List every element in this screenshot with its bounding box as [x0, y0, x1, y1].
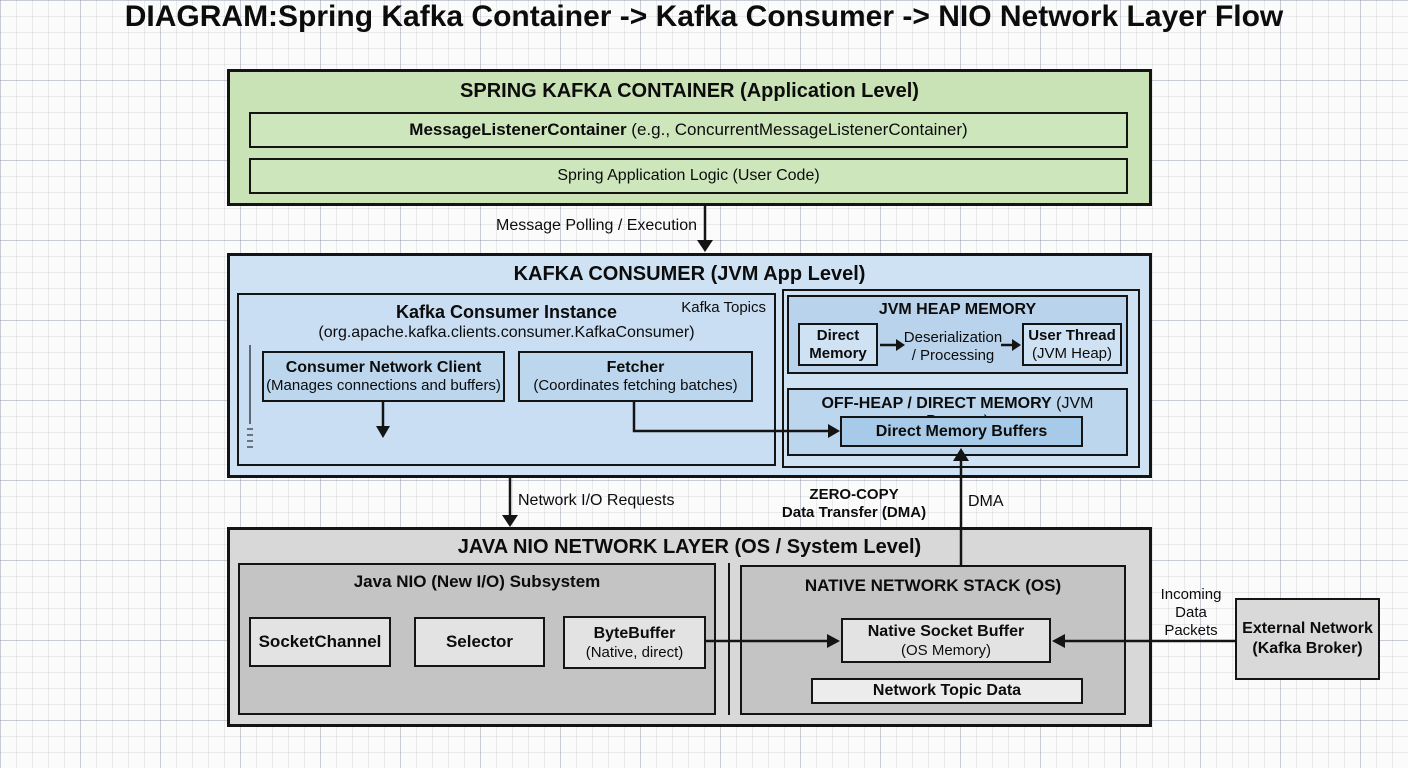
- network-topic-data-box: Network Topic Data: [811, 678, 1083, 704]
- page-title: DIAGRAM:Spring Kafka Container -> Kafka …: [124, 0, 1284, 33]
- off-heap-title-bold: OFF-HEAP / DIRECT MEMORY: [821, 395, 1052, 412]
- message-listener-rest: (e.g., ConcurrentMessageListenerContaine…: [626, 120, 968, 139]
- incoming-packets-label: Incoming Data Packets: [1154, 586, 1228, 640]
- native-stack-title: NATIVE NETWORK STACK (OS): [804, 576, 1062, 595]
- message-listener-container-box: MessageListenerContainer (e.g., Concurre…: [249, 112, 1128, 148]
- nio-layer-title: JAVA NIO NETWORK LAYER (OS / System Leve…: [457, 536, 922, 558]
- network-topic-data-label: Network Topic Data: [872, 682, 1022, 699]
- bytebuffer-box: ByteBuffer (Native, direct): [563, 616, 706, 669]
- fetcher-title: Fetcher: [606, 359, 665, 376]
- zero-copy-label: ZERO-COPY Data Transfer (DMA): [770, 486, 938, 522]
- network-client-subtitle: (Manages connections and buffers): [266, 377, 501, 394]
- kafka-consumer-title: KAFKA CONSUMER (JVM App Level): [513, 263, 866, 285]
- direct-memory-l1: Direct: [816, 326, 860, 344]
- spring-app-logic-box: Spring Application Logic (User Code): [249, 158, 1128, 194]
- direct-memory-buffers-box: Direct Memory Buffers: [840, 416, 1083, 447]
- jvm-heap-title: JVM HEAP MEMORY: [878, 301, 1037, 318]
- socket-channel-box: SocketChannel: [249, 617, 391, 667]
- network-io-label: Network I/O Requests: [518, 492, 675, 509]
- external-network-l1: External Network: [1242, 620, 1373, 637]
- incoming-l1: Incoming: [1160, 586, 1222, 603]
- external-network-l2: (Kafka Broker): [1252, 640, 1363, 657]
- socket-channel-label: SocketChannel: [258, 632, 382, 651]
- direct-memory-buffers-label: Direct Memory Buffers: [875, 422, 1048, 440]
- network-client-title: Consumer Network Client: [285, 359, 482, 376]
- message-listener-label: MessageListenerContainer (e.g., Concurre…: [409, 120, 967, 140]
- consumer-instance-subtitle: (org.apache.kafka.clients.consumer.Kafka…: [318, 324, 695, 341]
- external-network-box: External Network (Kafka Broker): [1235, 598, 1380, 680]
- direct-memory-l2: Memory: [809, 344, 867, 362]
- selector-box: Selector: [414, 617, 545, 667]
- bytebuffer-l1: ByteBuffer: [593, 624, 676, 642]
- zero-copy-l1: ZERO-COPY: [809, 486, 899, 503]
- user-thread-l2: (JVM Heap): [1031, 344, 1113, 362]
- message-listener-bold: MessageListenerContainer: [409, 120, 627, 139]
- native-socket-buffer-box: Native Socket Buffer (OS Memory): [841, 618, 1051, 663]
- fetcher-subtitle: (Coordinates fetching batches): [533, 377, 738, 394]
- message-polling-label: Message Polling / Execution: [496, 217, 697, 234]
- deserialization-l1: Deserialization: [903, 329, 1003, 346]
- consumer-instance-title: Kafka Consumer Instance: [395, 302, 618, 322]
- subsystem-divider: [728, 563, 730, 715]
- incoming-l3: Packets: [1164, 622, 1218, 639]
- native-socket-buffer-l2: (OS Memory): [901, 641, 991, 659]
- consumer-network-client-box: Consumer Network Client (Manages connect…: [262, 351, 505, 402]
- incoming-l2: Data: [1175, 604, 1207, 621]
- user-thread-box: User Thread (JVM Heap): [1022, 323, 1122, 366]
- bytebuffer-l2: (Native, direct): [585, 643, 684, 661]
- zero-copy-l2: Data Transfer (DMA): [781, 504, 927, 521]
- deserialization-l2: / Processing: [911, 347, 995, 364]
- fetcher-box: Fetcher (Coordinates fetching batches): [518, 351, 753, 402]
- spring-app-logic-label: Spring Application Logic (User Code): [557, 167, 820, 184]
- network-io-arrowhead: [502, 515, 518, 527]
- user-thread-l1: User Thread: [1028, 326, 1116, 344]
- direct-memory-box: Direct Memory: [798, 323, 878, 366]
- native-socket-buffer-l1: Native Socket Buffer: [867, 622, 1025, 640]
- polling-arrowhead: [697, 240, 713, 252]
- dma-vertical-label: DMA: [968, 493, 1004, 510]
- deserialization-label: Deserialization / Processing: [895, 329, 1011, 365]
- selector-label: Selector: [445, 632, 514, 651]
- kafka-topics-corner-label: Kafka Topics: [681, 299, 766, 316]
- spring-container-title: SPRING KAFKA CONTAINER (Application Leve…: [460, 80, 919, 102]
- java-nio-subsystem-title: Java NIO (New I/O) Subsystem: [353, 572, 601, 591]
